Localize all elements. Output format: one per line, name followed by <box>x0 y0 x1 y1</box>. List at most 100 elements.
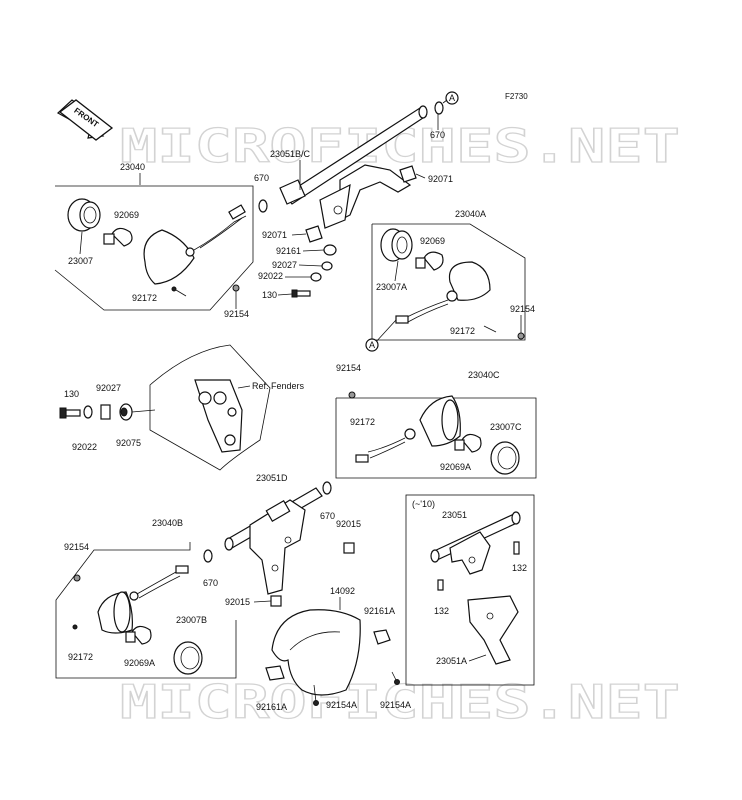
bracket-23040 <box>54 185 254 311</box>
variant-note: (~'10) <box>412 499 435 509</box>
label-92022-top: 92022 <box>258 271 283 281</box>
label-92069-top: 92069 <box>114 210 139 220</box>
label-670-top-right: 670 <box>430 130 445 140</box>
bolt-132-right <box>513 541 520 555</box>
handlebar-bracket-variant <box>430 511 521 665</box>
label-92154-right: 92154 <box>510 304 535 314</box>
nut-92154-lower <box>73 574 81 582</box>
callout-a-top: A <box>445 91 459 105</box>
label-23040b: 23040B <box>152 518 183 528</box>
lens-23007b <box>173 641 203 675</box>
collar-92015-lower <box>270 595 282 607</box>
lens-23007a <box>380 228 413 262</box>
label-92022-left: 92022 <box>72 442 97 452</box>
lens-23007 <box>67 198 101 232</box>
collar-92015-upper <box>343 542 355 554</box>
label-670-mid-right: 670 <box>320 511 335 521</box>
label-23007a: 23007A <box>376 282 407 292</box>
label-92172-mid: 92172 <box>350 417 375 427</box>
lens-23007c <box>490 441 520 475</box>
bolt-132-left <box>437 579 444 591</box>
clip-92161a-left <box>265 665 285 681</box>
front-arrow-icon: FRONT <box>56 99 114 141</box>
clamp-92071-right <box>399 165 426 183</box>
label-92154a-right: 92154A <box>380 700 411 710</box>
nut-92154-top <box>232 284 240 292</box>
bolt-130-left <box>59 407 81 419</box>
washer-670-left <box>258 199 268 213</box>
label-92161a-left: 92161A <box>256 702 287 712</box>
callout-a-right: A <box>365 338 379 352</box>
clamp-92071-left <box>305 225 323 243</box>
screw-92172-lower <box>72 624 78 630</box>
nut-92154-mid <box>348 391 356 399</box>
lamp-housing-23040 <box>143 204 247 285</box>
label-23040c: 23040C <box>468 370 500 380</box>
bracket-23040a <box>371 223 526 341</box>
label-23040a: 23040A <box>455 209 486 219</box>
spacer-92027-left <box>100 404 111 420</box>
ref-fenders-label: Ref. Fenders <box>252 381 305 391</box>
label-92172-lower: 92172 <box>68 652 93 662</box>
washer-670-top <box>434 101 444 115</box>
label-92069a-mid: 92069A <box>440 462 471 472</box>
label-92027-left: 92027 <box>96 383 121 393</box>
grommet-92075 <box>119 403 133 421</box>
bulb-92069a-lower <box>125 625 152 645</box>
label-92071-left: 92071 <box>262 230 287 240</box>
bracket-23040b <box>55 542 237 679</box>
label-92069a-lower: 92069A <box>124 658 155 668</box>
label-132-left: 132 <box>434 606 449 616</box>
washer-670-mid-left <box>203 549 213 563</box>
label-92071-right: 92071 <box>428 174 453 184</box>
label-23051bc: 23051B/C <box>270 149 311 159</box>
label-92172-top: 92172 <box>132 293 157 303</box>
screw-92172-right <box>483 325 497 333</box>
washer-670-mid-right <box>322 481 332 495</box>
label-92172-right: 92172 <box>450 326 475 336</box>
label-132-right: 132 <box>512 563 527 573</box>
label-23051d: 23051D <box>256 473 288 483</box>
label-23007b: 23007B <box>176 615 207 625</box>
label-23051: 23051 <box>442 510 467 520</box>
label-92154-top: 92154 <box>224 309 249 319</box>
washer-92022-top <box>310 272 322 282</box>
label-23007c: 23007C <box>490 422 522 432</box>
bulb-92069-right <box>415 251 444 271</box>
label-92015-upper: 92015 <box>336 519 361 529</box>
spacer-92027-top <box>321 261 333 271</box>
cover-14092 <box>271 609 361 696</box>
screw-92154a-left <box>313 684 319 706</box>
bracket-23040c <box>335 397 537 479</box>
variant-box <box>405 494 535 686</box>
screw-92154a-right <box>391 671 400 685</box>
handlebar-bracket-mid <box>224 487 323 595</box>
label-23051a: 23051A <box>436 656 467 666</box>
lamp-housing-23040b <box>97 565 189 634</box>
label-92154-lower: 92154 <box>64 542 89 552</box>
figure-code: F2730 <box>505 92 528 101</box>
lamp-housing-23040c <box>355 395 461 463</box>
label-670-left: 670 <box>254 173 269 183</box>
svg-text:A: A <box>369 340 375 350</box>
label-23040: 23040 <box>120 162 145 172</box>
label-92027-top: 92027 <box>272 260 297 270</box>
label-23007: 23007 <box>68 256 93 266</box>
clip-92161a-right <box>373 629 391 645</box>
grommet-92161 <box>323 244 337 256</box>
label-14092: 14092 <box>330 586 355 596</box>
bulb-92069a-mid <box>454 433 482 453</box>
bulb-92069-top <box>103 227 133 247</box>
label-92154-mid: 92154 <box>336 363 361 373</box>
label-130-left: 130 <box>64 389 79 399</box>
svg-text:A: A <box>449 93 455 103</box>
label-670-mid-left: 670 <box>203 578 218 588</box>
watermark-bottom: MICROFICHES.NET <box>120 675 680 729</box>
handlebar-bracket-top <box>279 105 428 229</box>
label-92161a-right: 92161A <box>364 606 395 616</box>
label-92069-right: 92069 <box>420 236 445 246</box>
label-92161-top: 92161 <box>276 246 301 256</box>
washer-92022-left <box>83 405 93 419</box>
label-92015-lower: 92015 <box>225 597 250 607</box>
